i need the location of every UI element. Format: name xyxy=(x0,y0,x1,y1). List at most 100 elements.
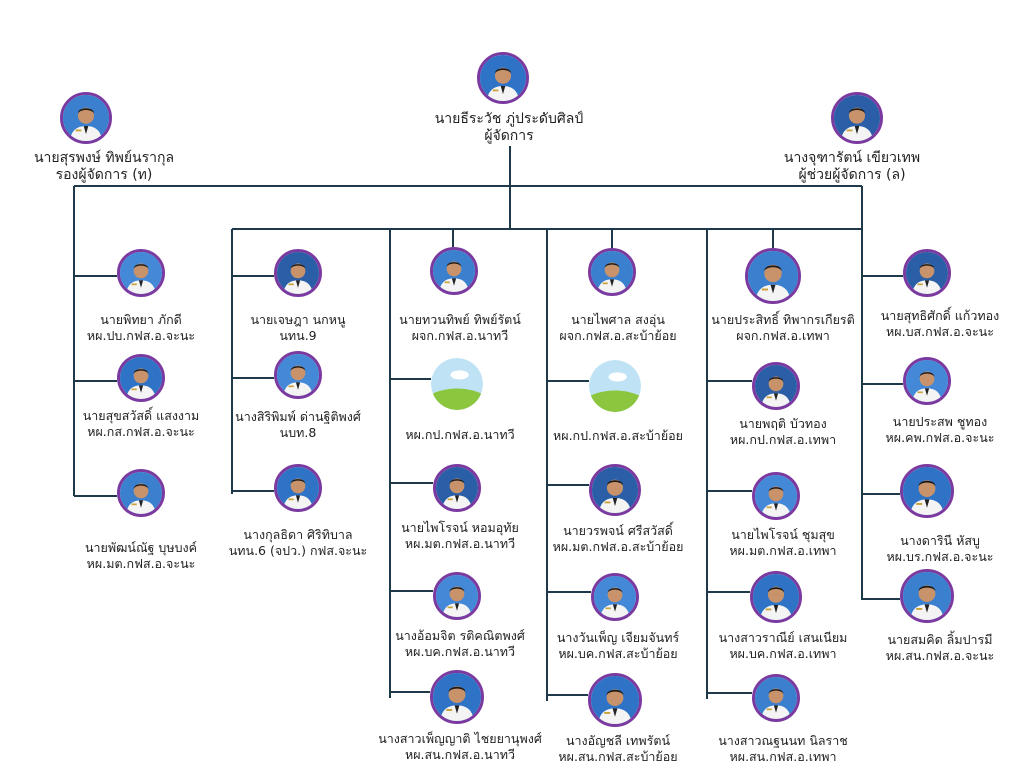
node-label: นายพิทยา ภักดีหผ.ปบ.กฟส.อ.จะนะ xyxy=(87,312,195,344)
node-label: นางสาวเพ็ญญาติ ไชยยานุพงศ์หผ.สน.กฟส.อ.นา… xyxy=(378,731,542,763)
person-name: นายพิทยา ภักดี xyxy=(100,312,182,327)
node-label: หผ.กป.กฟส.อ.สะบ้าย้อย xyxy=(553,428,683,444)
person-position: หผ.สน.กฟส.อ.จะนะ xyxy=(885,648,995,663)
person-name: นายไพโรจน์ หอมอุทัย xyxy=(401,520,519,535)
person-photo-icon xyxy=(430,670,484,724)
person-position: ผจก.กฟส.อ.สะบ้าย้อย xyxy=(559,328,677,343)
person-position: ผจก.กฟส.อ.นาทวี xyxy=(411,328,509,343)
node-label: นางอ้อมจิต รติคณิตพงศ์หผ.บค.กฟส.อ.นาทวี xyxy=(395,628,525,660)
person-position: หผ.สน.กฟส.อ.นาทวี xyxy=(404,747,515,762)
node-label: นายพฤติ บัวทองหผ.กป.กฟส.อ.เทพา xyxy=(730,416,836,448)
person-position: นทน.6 (จปว.) กฟส.จะนะ xyxy=(228,543,368,558)
node-label: นายพัฒน์ณัฐ บุษบงค์หผ.มต.กฟส.อ.จะนะ xyxy=(85,540,197,572)
person-name: นางอัญชลี เทพรัตน์ xyxy=(565,733,671,748)
person-photo-icon xyxy=(117,469,165,517)
person-position: หผ.บค.กฟส.อ.เทพา xyxy=(729,646,837,661)
node-label: นางอัญชลี เทพรัตน์หผ.สน.กฟส.สะบ้าย้อย xyxy=(558,733,677,765)
node-label: นางสาวณฐนนท นิลราชหผ.สน.กฟส.อ.เทพา xyxy=(718,733,848,765)
person-name: นางอ้อมจิต รติคณิตพงศ์ xyxy=(395,628,525,643)
person-name: นางดารินี หัสบู xyxy=(900,533,980,548)
person-position: หผ.บค.กฟส.สะบ้าย้อย xyxy=(558,646,678,661)
person-photo-icon xyxy=(831,92,883,144)
person-name: นายธีระวัช ภู่ประดับศิลป์ xyxy=(434,111,584,127)
person-position: หผ.กป.กฟส.อ.สะบ้าย้อย xyxy=(553,428,683,443)
person-photo-icon xyxy=(433,464,481,512)
person-position: หผ.บค.กฟส.อ.นาทวี xyxy=(404,644,516,659)
node-label: นางกุลธิดา ศิริทิบาลนทน.6 (จปว.) กฟส.จะน… xyxy=(229,527,368,559)
image-placeholder-icon xyxy=(431,358,483,410)
node-label: นายสุขสวัสดิ์ แสงงามหผ.กส.กฟส.อ.จะนะ xyxy=(83,408,200,440)
node-label: นางสาวราณีย์ เสนเนียมหผ.บค.กฟส.อ.เทพา xyxy=(719,630,848,662)
person-photo-icon xyxy=(903,249,951,297)
person-photo-icon xyxy=(430,247,478,295)
node-label: นางจุฑารัตน์ เขียวเทพผู้ช่วยผู้จัดการ (ล… xyxy=(784,150,920,184)
person-name: นายวรพจน์ ศรีสวัสดิ์ xyxy=(563,523,673,538)
person-position: หผ.มต.กฟส.อ.นาทวี xyxy=(404,536,516,551)
person-position: หผ.กส.กฟส.อ.จะนะ xyxy=(87,424,195,439)
person-name: นายประสพ ชูทอง xyxy=(892,414,988,429)
person-name: นายไพโรจน์ ชุมสุข xyxy=(731,527,835,542)
person-position: นทน.9 xyxy=(279,328,317,343)
person-photo-icon xyxy=(588,248,636,296)
person-name: นางสาวเพ็ญญาติ ไชยยานุพงศ์ xyxy=(378,731,542,746)
person-name: นางสิริพิมพ์ ด่านฐิติพงศ์ xyxy=(235,409,361,424)
person-name: นางสาวณฐนนท นิลราช xyxy=(718,733,848,748)
person-name: นายทวนทิพย์ ทิพย์รัตน์ xyxy=(399,312,521,327)
node-label: นางดารินี หัสบูหผ.บร.กฟส.อ.จะนะ xyxy=(887,533,994,565)
node-label: นางวันเพ็ญ เจียมจันทร์หผ.บค.กฟส.สะบ้าย้อ… xyxy=(557,630,679,662)
person-name: นางวันเพ็ญ เจียมจันทร์ xyxy=(556,630,680,645)
person-photo-icon xyxy=(589,464,641,516)
node-label: นายสุทธิศักดิ์ แก้วทองหผ.บส.กฟส.อ.จะนะ xyxy=(881,308,999,340)
person-position: หผ.กป.กฟส.อ.นาทวี xyxy=(405,427,515,442)
person-position: รองผู้จัดการ (ท) xyxy=(55,167,153,183)
person-position: หผ.สน.กฟส.สะบ้าย้อย xyxy=(558,749,678,764)
node-label: นายทวนทิพย์ ทิพย์รัตน์ผจก.กฟส.อ.นาทวี xyxy=(399,312,521,344)
person-position: หผ.มต.กฟส.อ.จะนะ xyxy=(86,556,196,571)
person-position: ผจก.กฟส.อ.เทพา xyxy=(736,328,830,343)
person-position: ผู้จัดการ xyxy=(484,128,534,144)
person-position: หผ.คพ.กฟส.อ.จะนะ xyxy=(885,430,995,445)
person-photo-icon xyxy=(903,357,951,405)
node-label: หผ.กป.กฟส.อ.นาทวี xyxy=(405,427,514,443)
person-name: นายสุขสวัสดิ์ แสงงาม xyxy=(82,408,200,423)
person-name: นายพฤติ บัวทอง xyxy=(739,416,827,431)
node-label: นายไพศาล สงอุ่นผจก.กฟส.อ.สะบ้าย้อย xyxy=(559,312,676,344)
person-photo-icon xyxy=(117,354,165,402)
node-label: นายเจษฎา นกหนูนทน.9 xyxy=(250,312,345,344)
person-position: หผ.สน.กฟส.อ.เทพา xyxy=(729,749,837,764)
person-photo-icon xyxy=(900,464,954,518)
person-name: นางสาวราณีย์ เสนเนียม xyxy=(718,630,848,645)
node-label: นางสิริพิมพ์ ด่านฐิติพงศ์นบท.8 xyxy=(235,409,361,441)
person-name: นายสุรพงษ์ ทิพย์นรากุล xyxy=(33,150,175,166)
node-label: นายประสพ ชูทองหผ.คพ.กฟส.อ.จะนะ xyxy=(886,414,995,446)
person-position: หผ.กป.กฟส.อ.เทพา xyxy=(729,432,837,447)
person-name: นายประสิทธิ์ ทิพากรเกียรติ xyxy=(711,312,855,327)
node-label: นายสุรพงษ์ ทิพย์นรากุลรองผู้จัดการ (ท) xyxy=(34,150,174,184)
person-position: หผ.มต.กฟส.อ.สะบ้าย้อย xyxy=(552,539,684,554)
person-photo-icon xyxy=(750,571,802,623)
person-name: นายเจษฎา นกหนู xyxy=(250,312,346,327)
person-name: นายสุทธิศักดิ์ แก้วทอง xyxy=(880,308,1000,323)
person-position: หผ.ปบ.กฟส.อ.จะนะ xyxy=(86,328,196,343)
person-photo-icon xyxy=(274,351,322,399)
person-name: นายพัฒน์ณัฐ บุษบงค์ xyxy=(84,540,198,555)
person-position: หผ.บส.กฟส.อ.จะนะ xyxy=(886,324,994,339)
person-name: นางกุลธิดา ศิริทิบาล xyxy=(243,527,353,542)
person-photo-icon xyxy=(60,92,112,144)
person-photo-icon xyxy=(900,569,954,623)
node-label: นายวรพจน์ ศรีสวัสดิ์หผ.มต.กฟส.อ.สะบ้าย้อ… xyxy=(553,523,684,555)
person-photo-icon xyxy=(433,572,481,620)
image-placeholder-icon xyxy=(589,360,641,412)
person-name: นายสมคิด ลิ้มปารมี xyxy=(887,632,993,647)
person-photo-icon xyxy=(752,674,800,722)
person-name: นางจุฑารัตน์ เขียวเทพ xyxy=(783,150,921,166)
node-label: นายธีระวัช ภู่ประดับศิลป์ผู้จัดการ xyxy=(435,111,584,145)
person-photo-icon xyxy=(274,249,322,297)
person-position: หผ.บร.กฟส.อ.จะนะ xyxy=(886,549,994,564)
person-position: นบท.8 xyxy=(279,425,317,440)
node-label: นายสมคิด ลิ้มปารมีหผ.สน.กฟส.อ.จะนะ xyxy=(886,632,994,664)
person-photo-icon xyxy=(591,573,639,621)
person-photo-icon xyxy=(117,249,165,297)
person-photo-icon xyxy=(274,464,322,512)
